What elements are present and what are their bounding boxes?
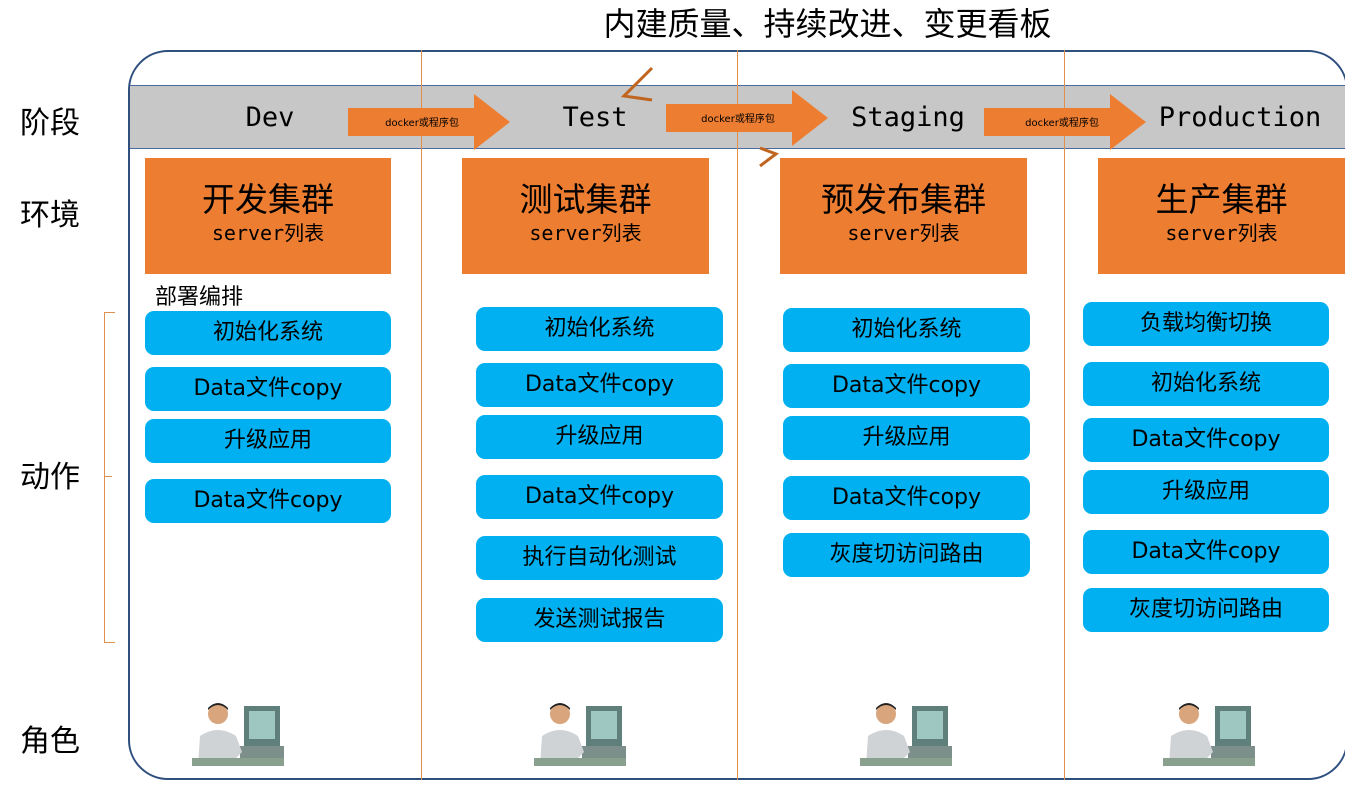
flow-arrow-label: docker或程序包 — [385, 116, 459, 129]
environment-box-staging: 预发布集群 server列表 — [780, 158, 1027, 274]
action-box: Data文件copy — [145, 367, 391, 411]
action-box: Data文件copy — [783, 364, 1030, 408]
action-box: 初始化系统 — [1083, 362, 1329, 406]
person-at-computer-icon — [860, 703, 952, 766]
environment-name: 开发集群 — [202, 180, 334, 219]
action-box: 灰度切访问路由 — [783, 533, 1030, 577]
action-box: Data文件copy — [476, 475, 723, 519]
flow-arrow-dev-test: docker或程序包 — [348, 94, 510, 150]
environment-box-production: 生产集群 server列表 — [1098, 158, 1345, 274]
row-label-action: 动作 — [20, 460, 80, 495]
orchestration-label: 部署编排 — [155, 285, 244, 310]
action-bracket-tick — [104, 476, 112, 477]
environment-server-list: server列表 — [1165, 221, 1278, 245]
stage-name-test: Test — [562, 102, 628, 133]
action-box: 升级应用 — [476, 415, 723, 459]
flow-arrow-test-staging: docker或程序包 — [666, 90, 828, 146]
stage-name-dev: Dev — [245, 102, 295, 133]
person-at-computer-icon — [534, 703, 626, 766]
row-label-environment: 环境 — [20, 198, 80, 233]
action-box: 灰度切访问路由 — [1083, 588, 1329, 632]
diagram-title: 内建质量、持续改进、变更看板 — [603, 5, 1052, 43]
environment-name: 测试集群 — [519, 180, 652, 219]
action-box: 升级应用 — [783, 416, 1030, 460]
action-box: 初始化系统 — [145, 311, 391, 355]
row-label-role: 角色 — [20, 724, 80, 759]
action-box: 初始化系统 — [783, 308, 1030, 352]
action-box: Data文件copy — [783, 476, 1030, 520]
person-at-computer-icon — [192, 703, 284, 766]
action-box: 升级应用 — [145, 419, 391, 463]
environment-name: 生产集群 — [1155, 180, 1288, 219]
action-box: 执行自动化测试 — [476, 536, 723, 580]
action-box: 负载均衡切换 — [1083, 302, 1329, 346]
chevron-decoration — [620, 66, 780, 168]
action-box: 初始化系统 — [476, 307, 723, 351]
column-divider — [737, 50, 738, 780]
action-box: Data文件copy — [145, 479, 391, 523]
environment-box-dev: 开发集群 server列表 — [145, 158, 391, 274]
environment-name: 预发布集群 — [821, 180, 986, 219]
action-box: Data文件copy — [1083, 418, 1329, 462]
flow-arrow-label: docker或程序包 — [701, 112, 775, 125]
flow-arrow-staging-production: docker或程序包 — [984, 94, 1146, 150]
environment-box-test: 测试集群 server列表 — [462, 158, 709, 274]
column-divider — [1064, 50, 1065, 780]
environment-server-list: server列表 — [211, 221, 325, 245]
flow-arrow-label: docker或程序包 — [1025, 116, 1099, 129]
environment-server-list: server列表 — [847, 221, 960, 245]
action-box: Data文件copy — [1083, 530, 1329, 574]
row-label-stage: 阶段 — [20, 106, 80, 141]
action-box: 升级应用 — [1083, 470, 1329, 514]
action-bracket — [104, 312, 115, 643]
action-box: 发送测试报告 — [476, 598, 723, 642]
action-box: Data文件copy — [476, 363, 723, 407]
person-at-computer-icon — [1163, 703, 1255, 766]
pipeline-frame — [128, 50, 1345, 780]
stage-name-staging: Staging — [851, 102, 965, 133]
stage-name-production: Production — [1158, 102, 1322, 133]
column-divider — [421, 50, 422, 780]
environment-server-list: server列表 — [529, 221, 642, 245]
